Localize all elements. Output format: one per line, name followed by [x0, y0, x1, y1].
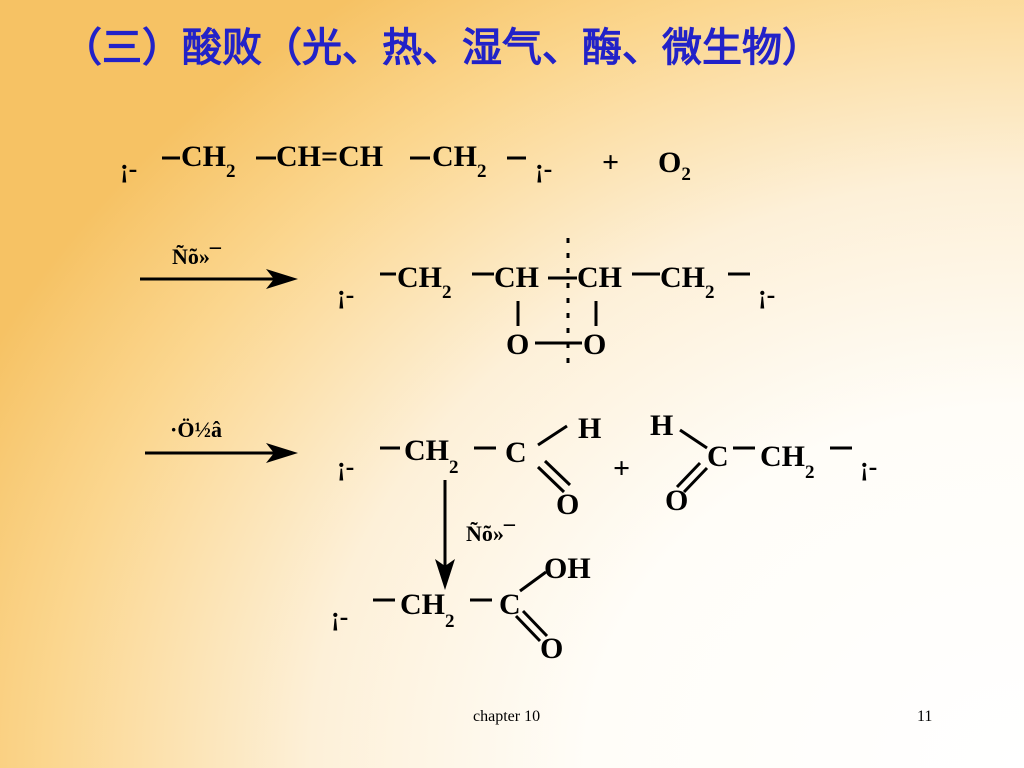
formula-ch2: CH2 — [760, 440, 815, 483]
footer-chapter: chapter 10 — [473, 708, 541, 725]
page-number: 11 — [917, 708, 933, 725]
chain-end-glyph: ¡- — [337, 280, 354, 309]
bond-line — [514, 614, 542, 643]
arrow-head — [266, 443, 298, 463]
formula-o: O — [665, 484, 688, 517]
bond-line — [675, 461, 702, 489]
chain-end-glyph: ¡- — [535, 154, 552, 183]
arrow-label-oxidation: Ñõ»¯ — [172, 244, 222, 269]
formula-c: C — [499, 588, 521, 621]
arrow-label-oxidation: Ñõ»¯ — [466, 521, 516, 546]
formula-c: C — [505, 436, 527, 469]
arrow-head — [266, 269, 298, 289]
formula-ch: CH — [577, 261, 622, 294]
plus-sign: + — [613, 452, 630, 485]
formula-o: O — [583, 328, 606, 361]
formula-c: C — [707, 440, 729, 473]
formula-o: O — [556, 488, 579, 521]
formula-ch2: CH2 — [400, 588, 455, 632]
chain-end-glyph: ¡- — [120, 154, 137, 183]
formula-oh: OH — [544, 552, 591, 585]
bond-line — [519, 570, 547, 593]
formula-ch2: CH2 — [660, 261, 715, 303]
formula-o2: O2 — [658, 146, 691, 185]
formula-o: O — [506, 328, 529, 361]
formula-ch2: CH2 — [432, 140, 487, 182]
formula-ch-double-ch: CH=CH — [276, 140, 383, 173]
formula-h: H — [650, 409, 673, 442]
formula-ch: CH — [494, 261, 539, 294]
chain-end-glyph: ¡- — [331, 602, 348, 631]
arrow-label-decomposition: ·Ö½â — [170, 417, 222, 442]
formula-ch2: CH2 — [181, 140, 236, 182]
formula-o: O — [540, 632, 563, 665]
bond-line — [521, 609, 549, 638]
plus-sign: + — [602, 146, 619, 179]
arrow-head — [435, 559, 455, 590]
bond-line — [537, 424, 568, 447]
formula-ch2: CH2 — [397, 261, 452, 303]
bond-line — [536, 465, 566, 494]
chain-end-glyph: ¡- — [758, 280, 775, 309]
chain-end-glyph: ¡- — [860, 452, 877, 481]
bond-line — [682, 466, 709, 494]
bond-line — [543, 459, 572, 487]
chain-end-glyph: ¡- — [337, 452, 354, 481]
formula-ch2: CH2 — [404, 434, 459, 478]
bond-line — [679, 428, 708, 450]
slide-title: （三）酸败（光、热、湿气、酶、微生物） — [62, 25, 822, 71]
formula-h: H — [578, 412, 601, 445]
